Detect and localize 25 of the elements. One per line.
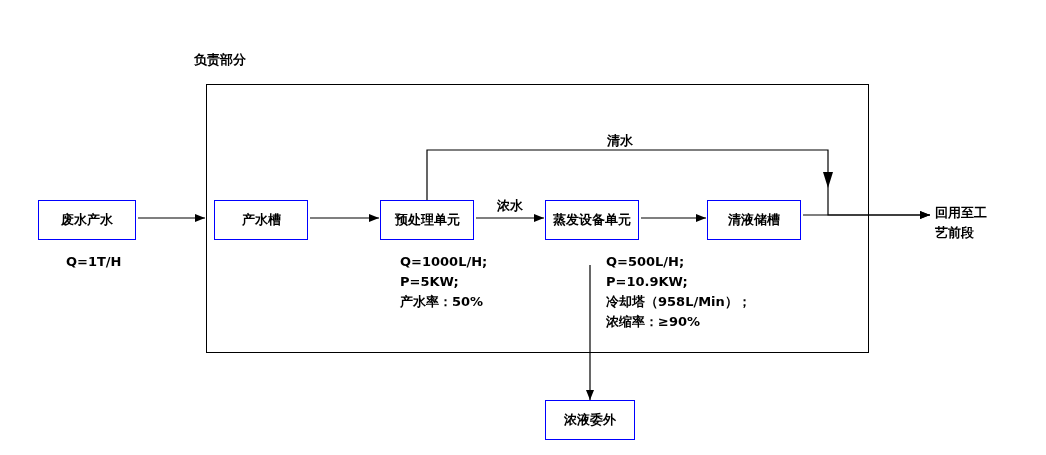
boundary-frame	[206, 84, 869, 353]
process-box: 产水槽	[214, 200, 308, 240]
note-text: Q=500L/H;	[606, 253, 685, 271]
process-box: 废水产水	[38, 200, 136, 240]
arrow	[640, 214, 707, 222]
arrow	[802, 211, 931, 219]
note-text: 浓缩率：≥90%	[606, 313, 700, 331]
arrow	[137, 214, 206, 222]
output-label: 回用至工艺前段	[935, 203, 997, 243]
edge-label: 清水	[605, 133, 635, 149]
process-box: 预处理单元	[380, 200, 474, 240]
note-text: P=5KW;	[400, 273, 459, 291]
note-text: P=10.9KW;	[606, 273, 688, 291]
process-box: 浓液委外	[545, 400, 635, 440]
arrow	[586, 264, 594, 401]
arrow	[309, 214, 380, 222]
edge-label: 浓水	[494, 198, 525, 214]
section-heading: 负责部分	[194, 51, 246, 69]
process-box: 清液储槽	[707, 200, 801, 240]
note-text: Q=1T/H	[66, 253, 122, 271]
note-text: Q=1000L/H;	[400, 253, 488, 271]
process-box: 蒸发设备单元	[545, 200, 639, 240]
note-text: 冷却塔（958L/Min）；	[606, 293, 751, 311]
note-text: 产水率：50%	[400, 293, 484, 311]
arrow	[475, 214, 545, 222]
